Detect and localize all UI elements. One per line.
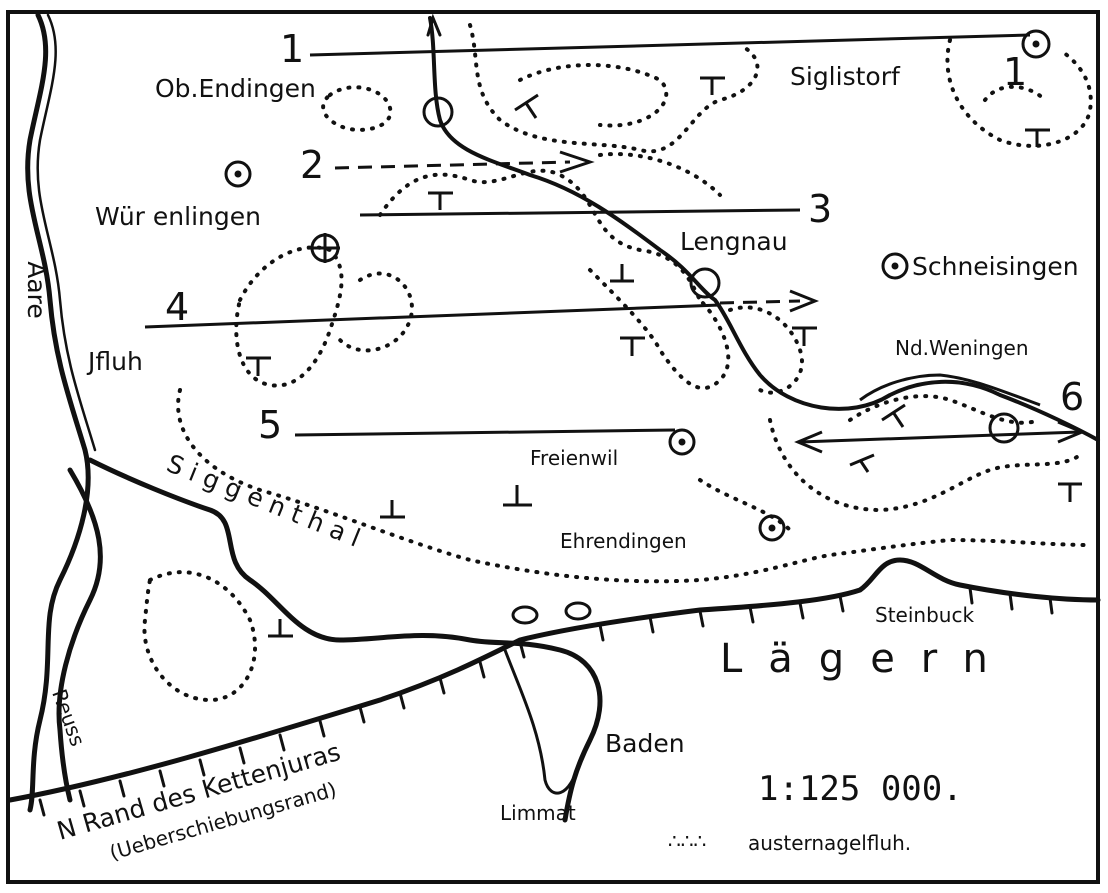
outcrop-ob-endingen — [321, 85, 393, 132]
dip-symbol-14 — [268, 619, 293, 638]
dip-symbol-13 — [503, 485, 532, 507]
outcrop-main-basin — [176, 388, 1092, 584]
dip-symbol-10 — [849, 453, 875, 473]
dip-symbol-8 — [246, 356, 271, 376]
outcrop-north-ridge-inner — [518, 63, 669, 128]
label-steinbuck: Steinbuck — [875, 603, 974, 627]
profile-arrow-6-right — [1057, 420, 1086, 444]
label-baden: Baden — [605, 729, 685, 758]
dip-symbol-5 — [610, 264, 634, 283]
baden-loops — [503, 601, 592, 795]
lagern-ridge — [859, 373, 1041, 407]
label-ifluh: Jfluh — [86, 347, 143, 376]
dip-symbol-4 — [428, 191, 453, 210]
outcrop-siglistorf — [945, 38, 1093, 148]
marker-ehrendingen — [758, 514, 786, 542]
outcrop-central-ridge — [378, 152, 722, 302]
profile-label-3: 3 — [808, 187, 832, 231]
dip-symbols — [246, 76, 1082, 638]
marker-ob-endingen — [422, 96, 454, 128]
river-aare-inner — [36, 13, 97, 452]
outcrop-ehrendingen — [698, 478, 792, 532]
marker-schneisingen — [881, 252, 909, 280]
profile-label-1-west: 1 — [280, 27, 304, 71]
nagelfluh-outcrops — [142, 23, 1093, 703]
dip-symbol-12 — [380, 500, 405, 519]
river-surb — [428, 16, 1100, 442]
label-ehrendingen: Ehrendingen — [560, 529, 687, 553]
label-lagern: Lägern — [720, 636, 1014, 682]
label-wurenlingen: Wür enlingen — [95, 202, 261, 231]
label-siglistorf: Siglistorf — [790, 62, 901, 91]
outcrop-siglistorf-inner — [983, 84, 1047, 102]
village-markers — [224, 29, 1051, 542]
profile-label-4: 4 — [165, 285, 189, 329]
legend-dot-symbol: ∴∴∴ — [668, 829, 706, 853]
profile-arrow-4 — [789, 289, 820, 313]
river-reuss — [56, 467, 103, 803]
label-ob-endingen: Ob.Endingen — [155, 74, 316, 103]
profile-numbers: 1 1 2 3 4 5 6 — [165, 27, 1084, 447]
marker-lengnau — [689, 267, 721, 299]
profile-line-3 — [359, 208, 801, 217]
profile-label-6: 6 — [1060, 375, 1084, 419]
marker-freienwil — [668, 428, 696, 456]
profile-arrow-6-left — [794, 430, 823, 454]
outcrop-east-inner — [848, 394, 1042, 425]
profile-line-4 — [144, 303, 721, 329]
label-limmat: Limmat — [500, 801, 576, 825]
profile-label-2: 2 — [300, 143, 324, 187]
outcrop-lengnau-south — [588, 268, 731, 391]
dip-symbol-3 — [1025, 128, 1050, 147]
profile-line-5 — [294, 428, 676, 437]
outcrop-west-lobe — [234, 245, 344, 388]
label-lengnau: Lengnau — [680, 227, 788, 256]
dip-symbol-7 — [792, 326, 817, 346]
legend-label: austernagelfluh. — [748, 831, 911, 855]
profile-label-1-east: 1 — [1003, 50, 1027, 94]
map-frame — [6, 10, 1100, 884]
profile-line-1 — [309, 33, 1031, 57]
map-scale: 1:125 000. — [758, 769, 963, 809]
rivers — [25, 12, 1100, 823]
river-siggenthal-limmat — [87, 457, 603, 823]
label-freienwil: Freienwil — [530, 446, 618, 470]
profile-lines — [144, 33, 1086, 454]
label-aare: Aare — [22, 261, 51, 319]
chain-jura-thrust-line — [7, 557, 1101, 817]
dip-symbol-1 — [700, 76, 725, 95]
river-surb-arrow — [426, 13, 442, 37]
profile-line-2 — [334, 160, 571, 170]
profile-arrow-2 — [559, 150, 595, 174]
label-schneisingen: Schneisingen — [912, 252, 1079, 281]
dip-symbol-9 — [881, 403, 906, 428]
river-aare — [25, 12, 91, 813]
marker-wurenlingen — [224, 160, 252, 188]
profile-line-6 — [799, 430, 1081, 444]
dip-symbol-2 — [514, 93, 539, 119]
dip-symbol-11 — [1058, 482, 1082, 502]
dip-symbol-6 — [620, 336, 645, 356]
marker-siglistorf — [1021, 29, 1051, 59]
profile-line-4-dash — [719, 299, 801, 305]
label-nd-weningen: Nd.Weningen — [895, 336, 1029, 360]
profile-label-5: 5 — [258, 403, 282, 447]
marker-nd-weningen — [988, 412, 1020, 444]
